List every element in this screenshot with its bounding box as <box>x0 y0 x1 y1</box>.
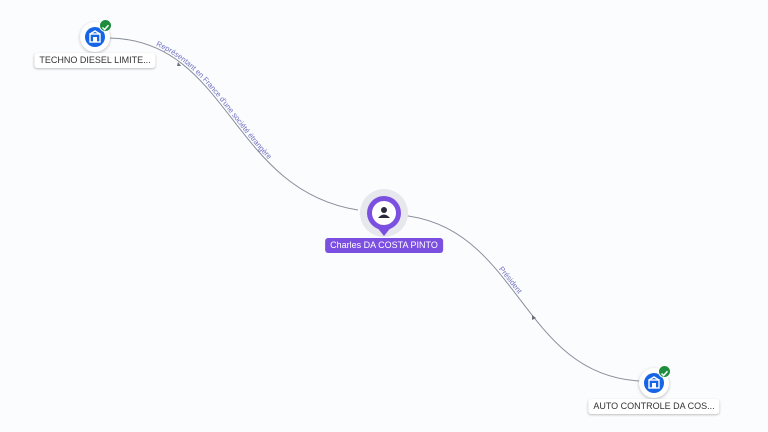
company-node-auto-controle[interactable] <box>639 365 671 398</box>
building-icon <box>644 373 664 393</box>
person-icon <box>378 207 390 218</box>
company-label-techno-diesel[interactable]: TECHNO DIESEL LIMITE... <box>34 53 156 68</box>
arrow-icon <box>177 62 181 66</box>
building-icon <box>85 27 105 47</box>
person-label[interactable]: Charles DA COSTA PINTO <box>325 238 443 253</box>
edge-president-label: Président <box>497 265 524 296</box>
person-node[interactable] <box>360 189 408 237</box>
verified-check-icon <box>99 19 112 32</box>
arrow-icon <box>532 315 536 320</box>
verified-check-icon <box>658 365 671 378</box>
company-label-auto-controle[interactable]: AUTO CONTROLE DA COS... <box>588 399 720 414</box>
company-node-techno-diesel[interactable] <box>80 19 112 52</box>
